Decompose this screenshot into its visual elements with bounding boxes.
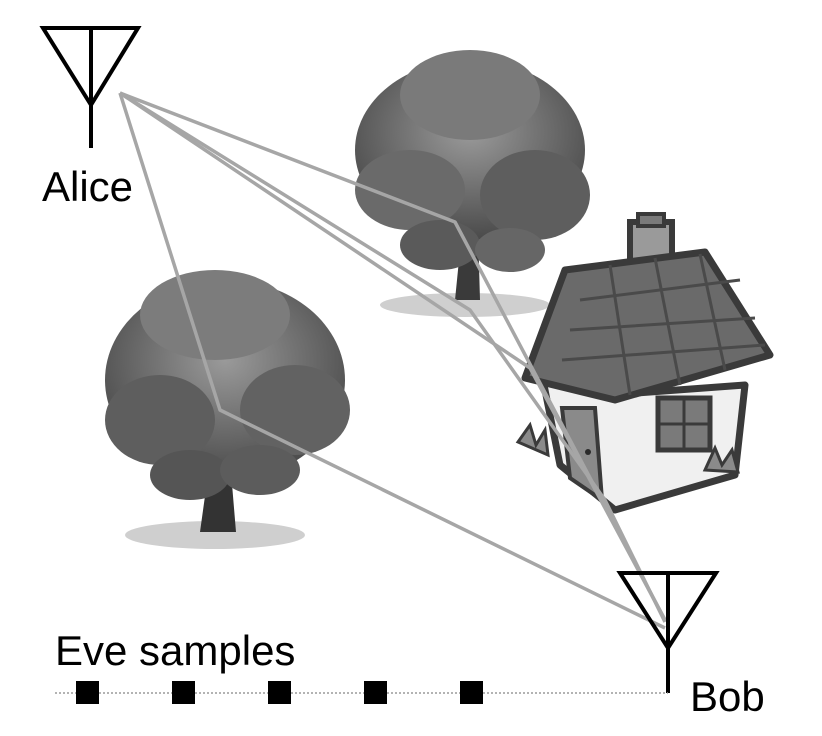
path-via-tree-2	[118, 92, 666, 630]
eve-samples	[76, 681, 483, 704]
eve-sample-marker	[76, 681, 99, 704]
path-via-house	[119, 91, 667, 621]
house-icon	[515, 212, 774, 514]
path-via-door	[119, 91, 667, 623]
eve-samples-label: Eve samples	[55, 627, 296, 674]
eve-sample-marker	[460, 681, 483, 704]
propagation-paths	[118, 91, 667, 630]
tree-icon	[105, 270, 350, 549]
bob-label: Bob	[690, 673, 765, 720]
eve-sample-marker	[172, 681, 195, 704]
eve-sample-marker	[364, 681, 387, 704]
bob-antenna-icon	[616, 571, 720, 693]
tree-icon	[355, 50, 590, 317]
alice-label: Alice	[42, 163, 134, 210]
eve-sample-marker	[268, 681, 291, 704]
alice-antenna-icon	[39, 26, 142, 148]
